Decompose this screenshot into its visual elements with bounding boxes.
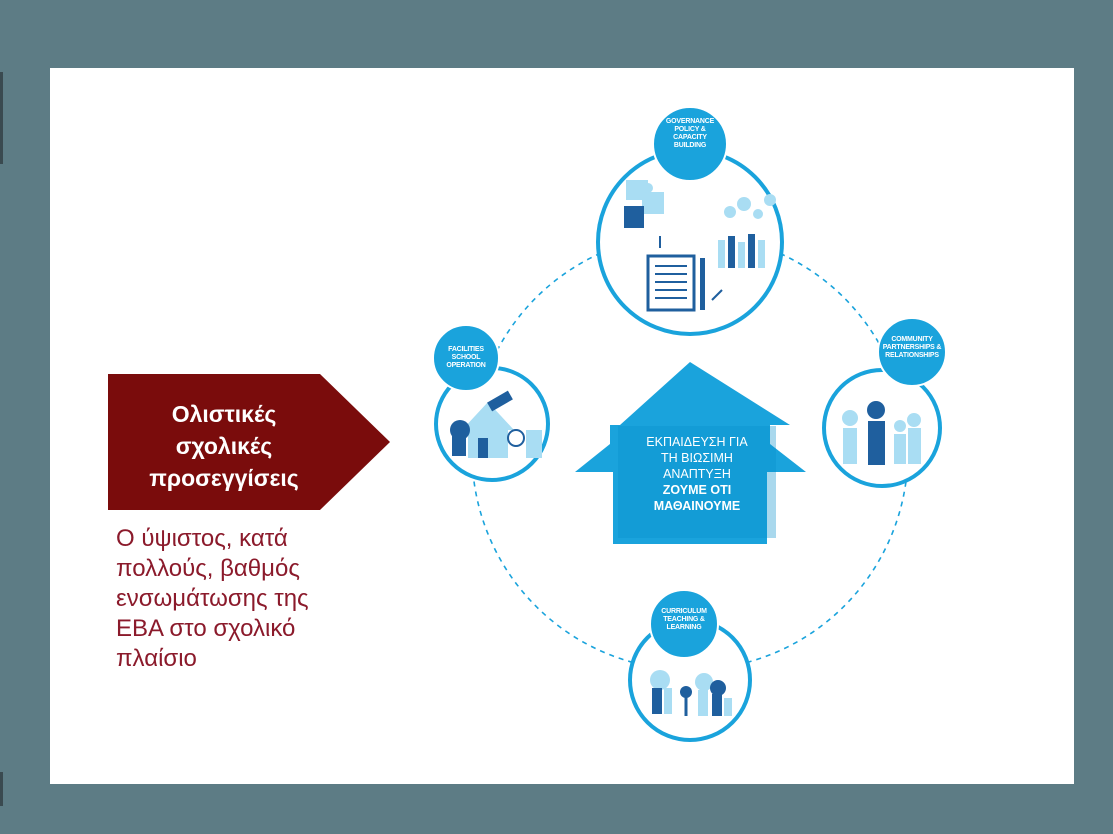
governance-label-line: CAPACITY [673,134,707,141]
family-icon [842,401,921,465]
description-line: ενσωμάτωσης της [116,585,309,612]
description-text: Ο ύψιστος, κατά πολλούς, βαθμός ενσωμάτω… [116,524,356,674]
community-label-line: COMMUNITY [891,336,933,343]
left-edge-mark [0,72,3,164]
facilities-node [432,324,550,482]
raised-hands-icon [718,194,776,268]
description-line: πολλούς, βαθμός [116,555,300,582]
curriculum-label-line: TEACHING & [663,616,705,623]
center-line: ΑΝΑΠΤΥΞΗ [663,467,731,481]
facilities-label-line: OPERATION [446,362,486,369]
community-label-line: RELATIONSHIPS [885,352,939,359]
curriculum-node [628,589,752,742]
house-shape [575,362,806,544]
puzzle-icon [624,180,664,228]
community-label: COMMUNITY PARTNERSHIPS & RELATIONSHIPS [879,336,945,360]
center-line-bold: ΖΟΥΜΕ ΟΤΙ [662,483,732,497]
governance-node [596,106,784,336]
description-line: πλαίσιο [116,645,197,672]
document-icon [646,236,723,312]
description-line: Ο ύψιστος, κατά [116,525,288,552]
curriculum-label: CURRICULUM TEACHING & LEARNING [654,608,714,632]
curriculum-label-line: CURRICULUM [661,608,707,615]
arrow-title-line: σχολικές [175,433,273,459]
governance-label-line: BUILDING [673,142,707,149]
governance-label: GOVERNANCE POLICY & CAPACITY BUILDING [660,118,720,150]
holistic-approaches-arrow [108,374,390,510]
governance-label-line: POLICY & [674,126,706,133]
center-house-text: ΕΚΠΑΙΔΕΥΣΗ ΓΙΑ ΤΗ ΒΙΩΣΙΜΗ ΑΝΑΠΤΥΞΗ ΖΟΥΜΕ… [618,434,776,514]
students-trees-icon [650,670,732,716]
facilities-label-line: SCHOOL [451,354,481,361]
arrow-title-line: προσεγγίσεις [149,465,299,491]
center-line-bold: ΜΑΘΑΙΝΟΥΜΕ [653,499,741,513]
community-node [822,317,947,488]
arrow-title: Ολιστικές σχολικές προσεγγίσεις [118,398,330,494]
center-line: ΕΚΠΑΙΔΕΥΣΗ ΓΙΑ [646,435,748,449]
description-line: ΕΒΑ στο σχολικό [116,615,296,642]
school-building-icon [450,390,542,458]
center-line: ΤΗ ΒΙΩΣΙΜΗ [661,451,733,465]
community-label-line: PARTNERSHIPS & [882,344,942,351]
governance-label-line: GOVERNANCE [665,118,715,125]
facilities-label: FACILITIES SCHOOL OPERATION [436,346,496,370]
left-edge-mark [0,772,3,806]
facilities-label-line: FACILITIES [448,346,484,353]
arrow-title-line: Ολιστικές [171,401,277,427]
curriculum-label-line: LEARNING [666,624,702,631]
